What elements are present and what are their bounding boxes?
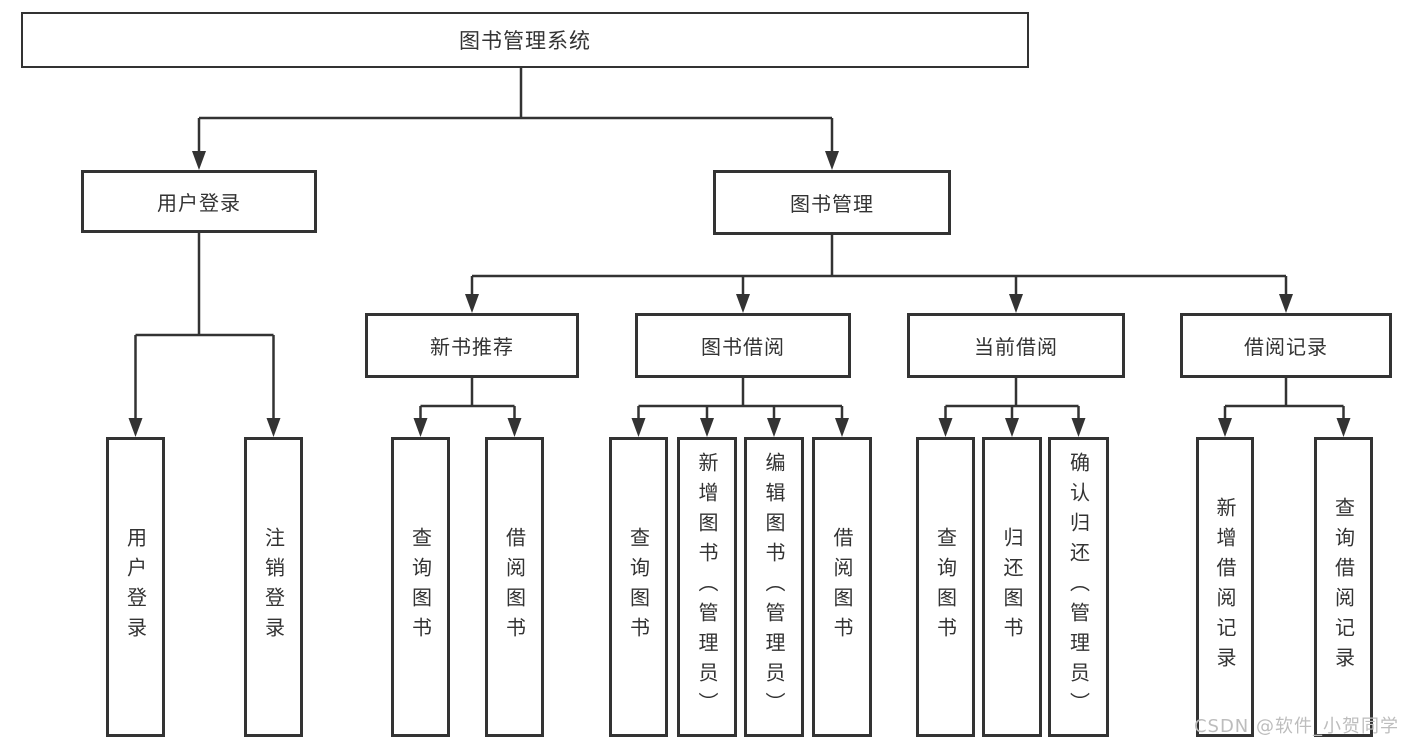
csdn-watermark: CSDN @软件_小贺同学 [1193,716,1399,737]
leaf-label: 归还图书 [1000,527,1024,647]
arrowheads [128,151,1351,437]
node-new-book-recommend: 新书推荐 [365,313,579,378]
leaf-add-book-admin: 新增图书（管理员） [677,437,737,737]
leaf-label: 查询借阅记录 [1331,497,1356,677]
leaf-query-books-borrowing: 查询图书 [609,437,668,737]
leaf-user-login: 用户登录 [106,437,165,737]
leaf-label: 注销登录 [261,527,286,647]
leaf-query-books-recommend: 查询图书 [391,437,450,737]
leaf-label: 新增图书（管理员） [695,452,719,722]
leaf-edit-book-admin: 编辑图书（管理员） [744,437,804,737]
node-current-borrowing: 当前借阅 [907,313,1125,378]
leaf-confirm-return-admin: 确认归还（管理员） [1048,437,1109,737]
leaf-label: 编辑图书（管理员） [762,452,786,722]
leaf-add-borrow-record: 新增借阅记录 [1196,437,1254,737]
leaf-return-book: 归还图书 [982,437,1042,737]
leaf-label: 确认归还（管理员） [1066,452,1091,722]
leaf-query-borrow-record: 查询借阅记录 [1314,437,1373,737]
leaf-label: 查询图书 [933,527,958,647]
leaf-label: 新增借阅记录 [1213,497,1237,677]
leaf-label: 借阅图书 [502,527,527,647]
node-library-management-system: 图书管理系统 [21,12,1029,68]
node-borrow-records: 借阅记录 [1180,313,1392,378]
leaf-borrow-books-recommend: 借阅图书 [485,437,544,737]
leaf-label: 查询图书 [408,527,433,647]
leaf-label: 借阅图书 [830,527,854,647]
node-user-login: 用户登录 [81,170,317,233]
leaf-logout-login: 注销登录 [244,437,303,737]
node-book-management: 图书管理 [713,170,951,235]
leaf-label: 查询图书 [626,527,651,647]
leaf-borrow-books: 借阅图书 [812,437,872,737]
leaf-query-books-current: 查询图书 [916,437,975,737]
node-book-borrowing: 图书借阅 [635,313,851,378]
leaf-label: 用户登录 [123,527,148,647]
